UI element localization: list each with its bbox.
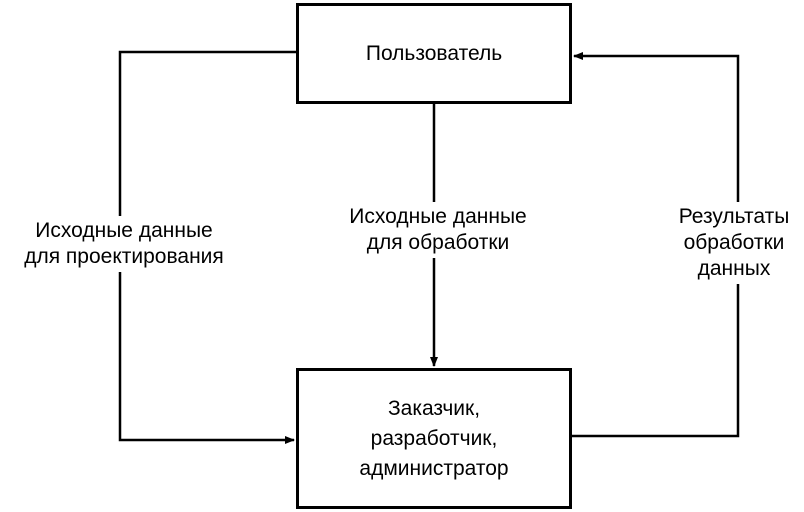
edge-right-label-line-2: обработки bbox=[683, 231, 785, 254]
node-customer-line-2: разработчик, bbox=[370, 426, 498, 450]
node-customer-developer-admin: Заказчик, разработчик, администратор bbox=[296, 368, 572, 509]
node-user: Пользователь bbox=[296, 3, 572, 104]
edge-right-label-line-1: Результаты bbox=[678, 205, 790, 228]
node-customer-line-3: администратор bbox=[359, 456, 509, 480]
node-customer-line-1: Заказчик, bbox=[387, 396, 481, 420]
edge-center-label-line-1: Исходные данные bbox=[349, 205, 527, 228]
edge-center-label-line-2: для обработки bbox=[366, 231, 510, 254]
edge-right-label-line-3: данных bbox=[697, 257, 771, 280]
edge-left-label-line-2: для проектирования bbox=[24, 245, 224, 268]
node-user-label: Пользователь bbox=[365, 41, 503, 65]
edge-right-label: Результаты обработки данных bbox=[662, 202, 804, 284]
edge-center-label: Исходные данные для обработки bbox=[326, 202, 550, 258]
edge-left-label-line-1: Исходные данные bbox=[35, 219, 213, 242]
edge-left-label: Исходные данные для проектирования bbox=[6, 216, 242, 272]
